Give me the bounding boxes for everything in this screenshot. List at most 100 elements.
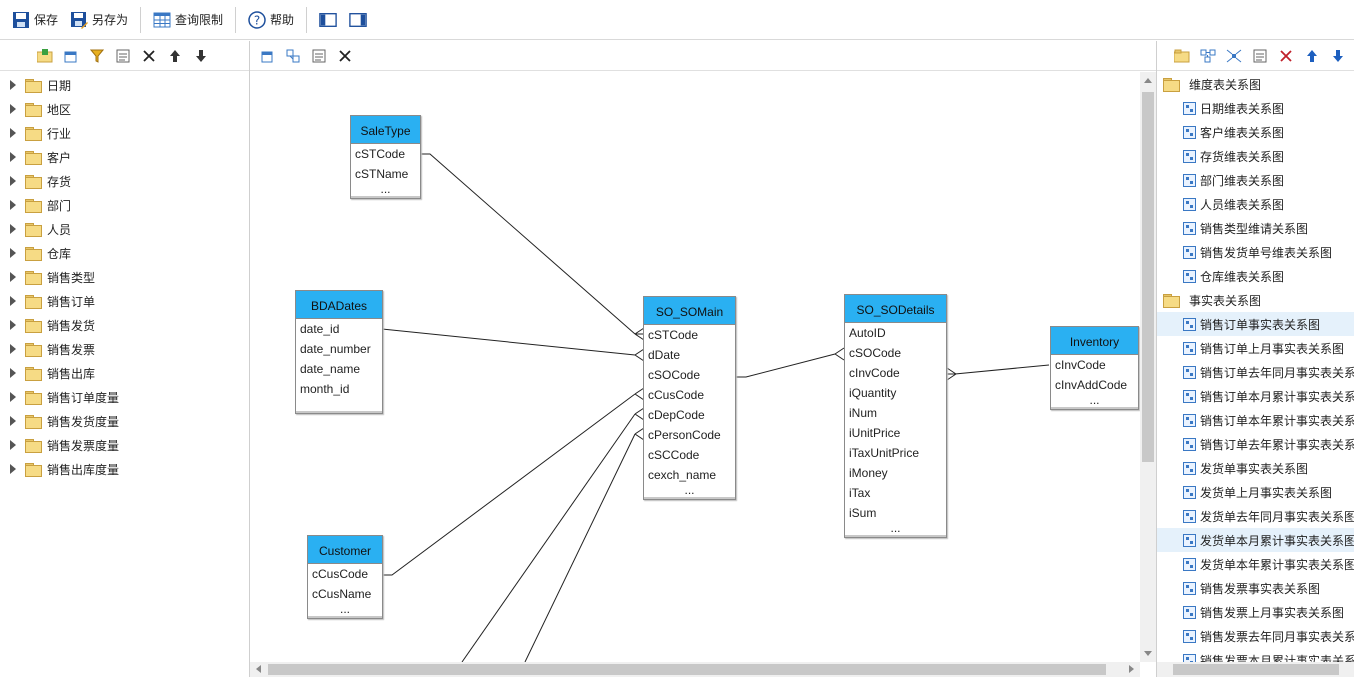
expand-arrow-icon[interactable] (10, 368, 16, 378)
expand-arrow-icon[interactable] (10, 200, 16, 210)
diagram-list-item[interactable]: 销售发票上月事实表关系图 (1157, 600, 1354, 624)
diagram-list-item[interactable]: 仓库维表关系图 (1157, 264, 1354, 288)
expand-arrow-icon[interactable] (10, 248, 16, 258)
tree-group[interactable]: 维度表关系图 (1157, 72, 1354, 96)
expand-arrow-icon[interactable] (10, 416, 16, 426)
toggle-left-panel-button[interactable] (313, 5, 343, 35)
entity-field[interactable]: cexch_name (648, 468, 717, 482)
entity-field[interactable]: cSOCode (648, 368, 701, 382)
diagram-list-item[interactable]: 发货单去年同月事实表关系图 (1157, 504, 1354, 528)
diagram-list-item[interactable]: 销售订单去年累计事实表关系 (1157, 432, 1354, 456)
tree-item[interactable]: 仓库 (0, 241, 249, 265)
tree-item[interactable]: 销售出库 (0, 361, 249, 385)
diagram-list-item[interactable]: 销售订单上月事实表关系图 (1157, 336, 1354, 360)
entity-more-fields[interactable]: ... (845, 522, 946, 537)
expand-arrow-icon[interactable] (10, 224, 16, 234)
entity-field[interactable]: cSTName (355, 167, 409, 181)
entity-field[interactable]: iSum (849, 506, 877, 520)
diagram-list-item[interactable]: 发货单事实表关系图 (1157, 456, 1354, 480)
entity-field[interactable]: cInvCode (1055, 358, 1106, 372)
expand-arrow-icon[interactable] (10, 464, 16, 474)
move-up-icon[interactable] (166, 47, 184, 65)
save-as-button[interactable]: 另存为 (64, 5, 134, 35)
expand-arrow-icon[interactable] (10, 296, 16, 306)
entity-field[interactable]: cInvAddCode (1055, 378, 1128, 392)
tree-item[interactable]: 存货 (0, 169, 249, 193)
diagram-list-item[interactable]: 发货单本月累计事实表关系图 (1157, 528, 1354, 552)
expand-arrow-icon[interactable] (10, 128, 16, 138)
tree-item[interactable]: 部门 (0, 193, 249, 217)
entity-field[interactable]: cPersonCode (648, 428, 721, 442)
entity-field[interactable]: date_id (300, 322, 340, 336)
expand-arrow-icon[interactable] (10, 320, 16, 330)
diagram-horizontal-scrollbar[interactable] (250, 662, 1140, 677)
entity-field[interactable]: cInvCode (849, 366, 900, 380)
tree-item[interactable]: 销售发货度量 (0, 409, 249, 433)
entity-field[interactable]: iQuantity (849, 386, 897, 400)
expand-arrow-icon[interactable] (10, 80, 16, 90)
entity-more-fields[interactable]: ... (644, 484, 735, 499)
diagram-list-item[interactable]: 人员维表关系图 (1157, 192, 1354, 216)
toggle-right-panel-button[interactable] (343, 5, 373, 35)
expand-arrow-icon[interactable] (10, 104, 16, 114)
add-folder-icon[interactable] (36, 47, 54, 65)
diagram-list-item[interactable]: 存货维表关系图 (1157, 144, 1354, 168)
entity-field[interactable]: iUnitPrice (849, 426, 901, 440)
delete-icon[interactable] (336, 47, 354, 65)
entity-field[interactable]: month_id (300, 382, 350, 396)
entity-field[interactable]: cSTCode (648, 328, 699, 342)
new-diagram-icon[interactable] (1199, 47, 1217, 65)
diagram-vertical-scrollbar[interactable] (1140, 72, 1156, 662)
diagram-list-item[interactable]: 销售订单去年同月事实表关系 (1157, 360, 1354, 384)
entity-field[interactable]: iMoney (849, 466, 888, 480)
right-horizontal-scrollbar[interactable] (1157, 662, 1354, 677)
delete-icon[interactable] (1277, 47, 1295, 65)
scroll-right-arrow-icon[interactable] (1129, 665, 1134, 673)
tree-item[interactable]: 销售订单度量 (0, 385, 249, 409)
new-folder-icon[interactable] (1173, 47, 1191, 65)
entity-field[interactable]: cDepCode (648, 408, 705, 422)
delete-icon[interactable] (140, 47, 158, 65)
move-down-icon[interactable] (192, 47, 210, 65)
diagram-list-item[interactable]: 销售发票事实表关系图 (1157, 576, 1354, 600)
tree-item[interactable]: 销售发票 (0, 337, 249, 361)
entity-field[interactable]: iNum (849, 406, 878, 420)
entity-field[interactable]: cSOCode (849, 346, 902, 360)
entity-field[interactable]: iTaxUnitPrice (849, 446, 920, 460)
entity-more-fields[interactable]: ... (308, 603, 382, 618)
tree-item[interactable]: 销售发票度量 (0, 433, 249, 457)
diagram-list-item[interactable]: 日期维表关系图 (1157, 96, 1354, 120)
scroll-up-arrow-icon[interactable] (1144, 78, 1152, 83)
expand-arrow-icon[interactable] (10, 272, 16, 282)
tree-item[interactable]: 销售类型 (0, 265, 249, 289)
diagram-list-item[interactable]: 销售订单本月累计事实表关系 (1157, 384, 1354, 408)
diagram-list-item[interactable]: 销售发票本月累计事实表关系 (1157, 648, 1354, 662)
scrollbar-thumb[interactable] (1173, 664, 1339, 675)
diagram-list-item[interactable]: 销售发票去年同月事实表关系 (1157, 624, 1354, 648)
expand-arrow-icon[interactable] (10, 440, 16, 450)
scroll-down-arrow-icon[interactable] (1144, 651, 1152, 656)
entity-field[interactable]: cCusName (312, 587, 372, 601)
entity-field[interactable]: iTax (849, 486, 871, 500)
move-up-icon[interactable] (1303, 47, 1321, 65)
expand-arrow-icon[interactable] (10, 392, 16, 402)
entity-field[interactable]: cCusCode (312, 567, 369, 581)
new-relation-icon[interactable] (284, 47, 302, 65)
diagram-list-item[interactable]: 客户维表关系图 (1157, 120, 1354, 144)
tree-item[interactable]: 销售出库度量 (0, 457, 249, 481)
entity-field[interactable]: date_number (300, 342, 371, 356)
expand-arrow-icon[interactable] (10, 176, 16, 186)
entity-field[interactable]: cSTCode (355, 147, 406, 161)
entity-field[interactable]: cCusCode (648, 388, 705, 402)
save-button[interactable]: 保存 (6, 5, 64, 35)
scrollbar-thumb[interactable] (268, 664, 1106, 675)
tree-item[interactable]: 客户 (0, 145, 249, 169)
expand-arrow-icon[interactable] (10, 344, 16, 354)
properties-icon[interactable] (1251, 47, 1269, 65)
expand-arrow-icon[interactable] (10, 152, 16, 162)
